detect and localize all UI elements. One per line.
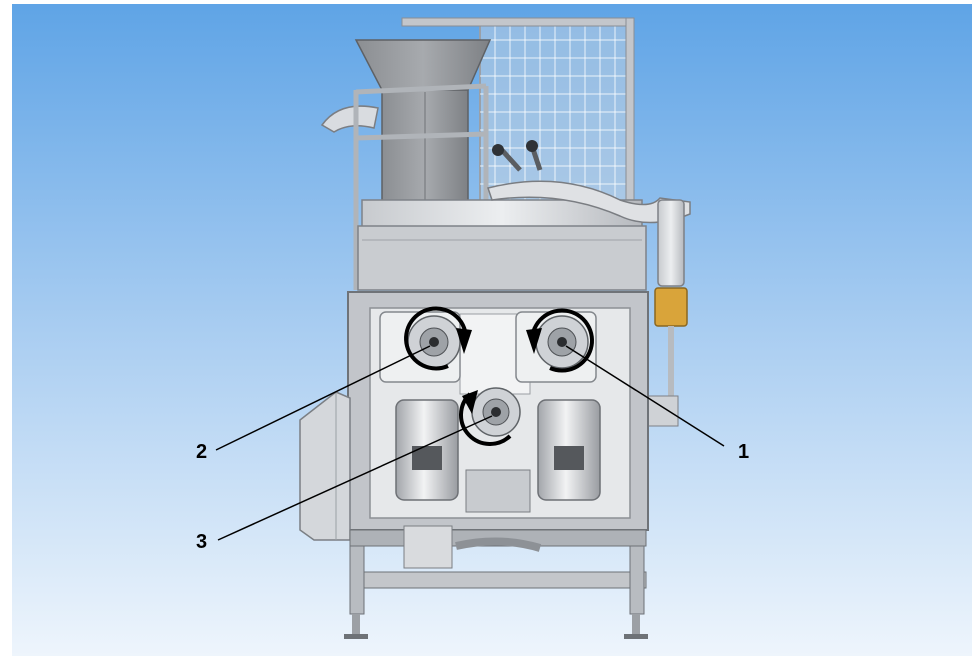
rotation-arrow-3 [459,392,512,446]
hopper [354,39,492,221]
callout-2: 2 [196,441,207,463]
arrow-head-1 [526,328,542,354]
drive-motors [395,399,601,513]
upper-tray [357,199,647,291]
dosing-tube [647,199,688,427]
base-frame [344,525,648,639]
mesh-guard [401,17,635,219]
roller-housings [379,311,597,437]
arrow-head-2 [456,328,472,354]
arrow-head-3 [462,390,478,414]
callout-3: 3 [196,531,207,553]
rotation-arrows [404,306,594,446]
leader-line-2 [215,345,431,451]
control-valves [492,140,543,172]
leader-lines [215,345,725,541]
rotation-arrow-1 [530,308,594,373]
feed-chute [487,180,691,224]
leader-line-1 [565,345,725,447]
rotation-arrow-2 [404,306,469,371]
leader-line-3 [217,415,493,541]
callout-1: 1 [738,441,749,463]
left-spout [320,105,379,133]
side-control-panel [299,391,351,541]
